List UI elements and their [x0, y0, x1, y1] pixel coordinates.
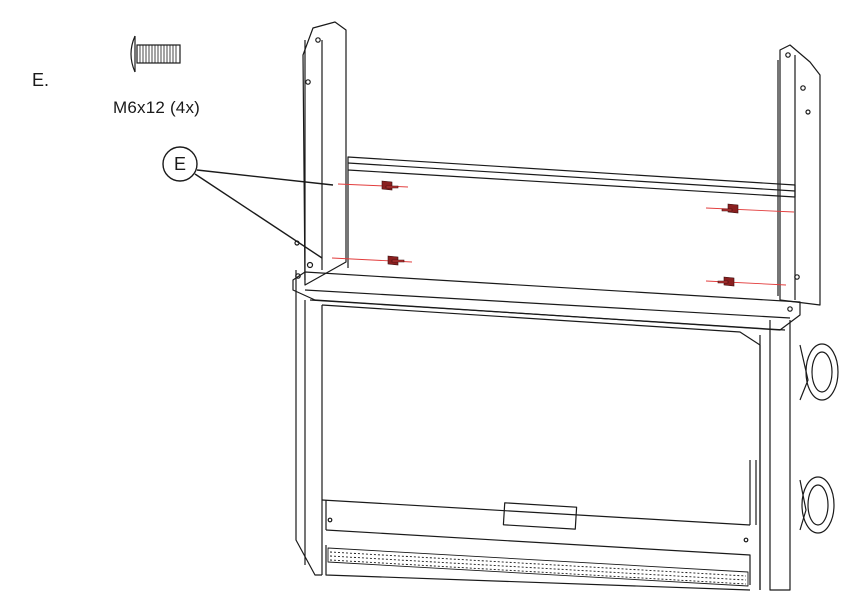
hardware-caption: M6x12 (4x) — [113, 98, 201, 117]
screw-marker — [721, 203, 739, 214]
screw-marker — [381, 180, 399, 191]
step-label: E. — [32, 70, 50, 90]
vent-grille — [327, 547, 749, 587]
alignment-guides — [331, 183, 795, 286]
callout-label: E — [173, 153, 186, 174]
wheel — [799, 343, 839, 534]
cabinet-body — [321, 304, 761, 591]
screw-marker — [717, 276, 735, 287]
screw-marker — [387, 255, 405, 266]
front-rail — [292, 271, 801, 331]
screw-icon — [130, 35, 181, 73]
left-upright — [294, 21, 347, 576]
upper-rail — [347, 156, 796, 268]
callout-marker — [162, 146, 334, 259]
